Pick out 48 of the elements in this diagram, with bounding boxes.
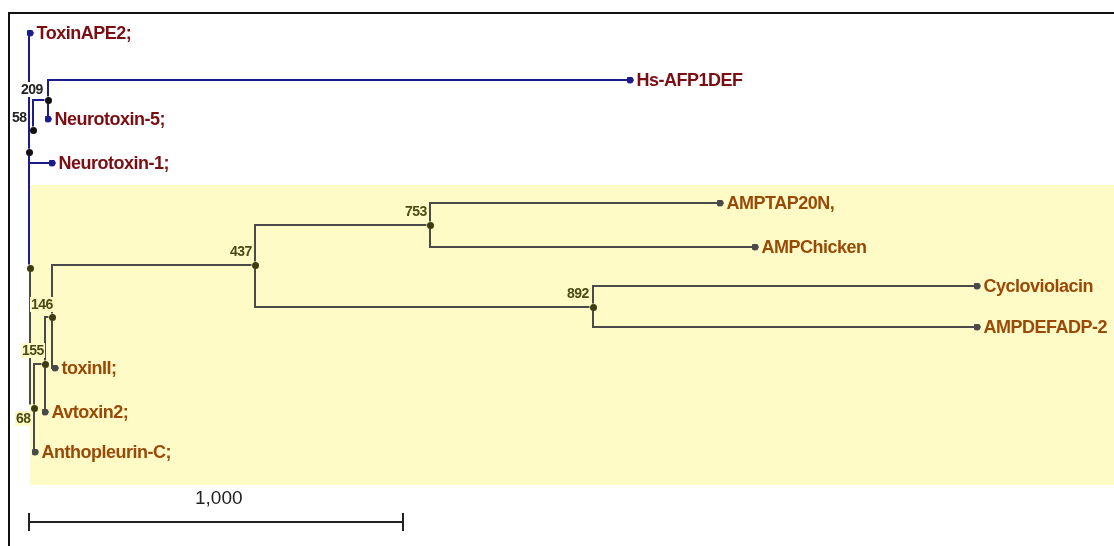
tree-branch <box>44 316 50 362</box>
taxon-label: toxinII; <box>58 357 117 379</box>
bootstrap-value: 437 <box>229 244 253 259</box>
tree-branch <box>51 264 253 315</box>
taxon-label: Neurotoxin-5; <box>51 108 165 130</box>
tree-branch <box>41 366 50 416</box>
taxon-label: Anthopleurin-C; <box>38 441 171 463</box>
taxon-label: AMPDEFADP-2 <box>980 316 1107 338</box>
tree-branch <box>429 227 760 251</box>
branch-node <box>589 303 597 311</box>
tree-branch <box>44 102 53 123</box>
bootstrap-value: 753 <box>404 204 428 219</box>
tree-branch <box>592 309 982 331</box>
branch-node <box>251 261 259 269</box>
taxon-label: Hs-AFP1DEF <box>633 69 743 91</box>
taxon-label: Cycloviolacin <box>980 275 1094 297</box>
tree-branch <box>51 319 60 372</box>
tree-branch <box>47 76 635 98</box>
tree-branch <box>592 282 982 305</box>
tree-branch <box>28 154 30 266</box>
branch-node <box>26 264 34 272</box>
bootstrap-value: 68 <box>15 411 32 426</box>
taxon-label: AMPChicken <box>758 236 867 258</box>
branch-node <box>44 96 52 104</box>
bootstrap-value: 892 <box>566 286 590 301</box>
bootstrap-value: 155 <box>21 343 45 358</box>
bootstrap-value: 146 <box>30 297 54 312</box>
taxon-label: ToxinAPE2; <box>33 22 132 44</box>
branch-node <box>41 360 49 368</box>
tree-branch <box>28 132 30 150</box>
tree-branch <box>33 363 43 406</box>
tree-branch <box>31 410 40 456</box>
branch-node <box>25 148 33 156</box>
scale-label: 1,000 <box>195 487 243 509</box>
branch-node <box>29 126 37 134</box>
bootstrap-value: 209 <box>20 82 44 97</box>
taxon-label: Neurotoxin-1; <box>55 152 169 174</box>
branch-node <box>30 404 38 412</box>
tree-branch <box>32 99 46 128</box>
taxon-label: Avtoxin2; <box>48 401 129 423</box>
bootstrap-value: 58 <box>11 110 28 125</box>
tree-branch <box>254 224 428 263</box>
tree-branch <box>429 199 725 223</box>
taxon-label: AMPTAP20N, <box>723 192 835 214</box>
branch-node <box>426 221 434 229</box>
tree-branch <box>29 270 31 406</box>
branch-node <box>48 313 56 321</box>
tree-branch <box>254 267 591 308</box>
